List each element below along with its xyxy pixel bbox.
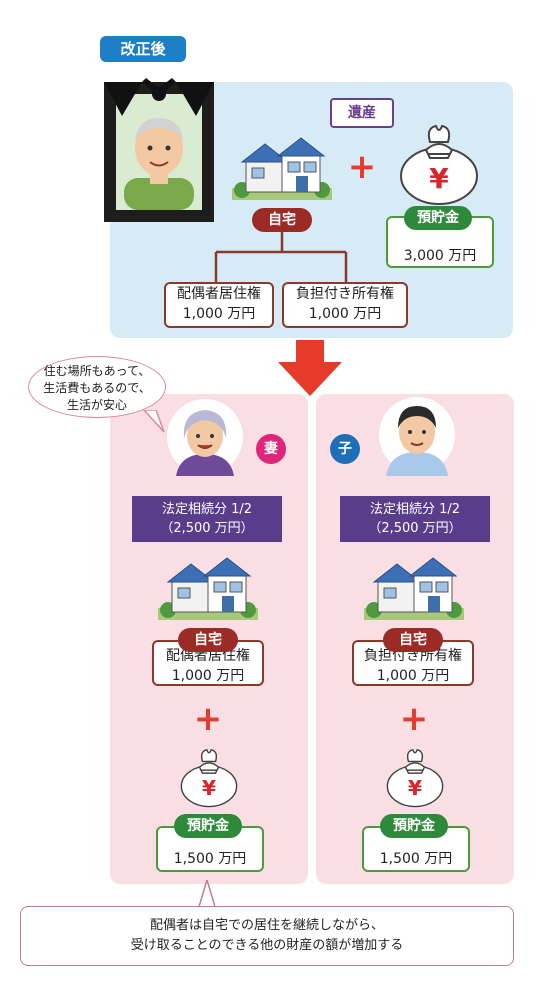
- note-tail: [196, 880, 218, 910]
- wife-home-label: 自宅: [178, 628, 238, 652]
- yen-symbol: ¥: [202, 776, 216, 800]
- summary-note: 配偶者は自宅での居住を継続しながら、 受け取ることのできる他の財産の額が増加する: [20, 906, 514, 966]
- yen-symbol: ¥: [408, 776, 422, 800]
- split-amount: 1,000 万円: [182, 306, 256, 322]
- speech-line: 住む場所もあって、: [43, 364, 151, 378]
- speech-line: 生活が安心: [66, 398, 127, 412]
- yen-symbol: ¥: [429, 162, 449, 195]
- speech-line: 生活費もあるので、: [43, 381, 151, 395]
- after-revision-tag: 改正後: [100, 36, 186, 62]
- wife-share-box: 法定相続分 1/2 （2,500 万円）: [132, 496, 282, 542]
- savings-label: 預貯金: [404, 206, 472, 230]
- split-connector: [200, 232, 380, 282]
- right-amount: 1,000 万円: [171, 668, 245, 684]
- house-icon: [158, 552, 258, 622]
- split-amount: 1,000 万円: [308, 306, 382, 322]
- savings-amount: 1,500 万円: [173, 851, 247, 867]
- spouse-residence-right-box: 配偶者居住権 1,000 万円: [164, 282, 274, 328]
- plus-icon: +: [193, 699, 223, 739]
- wife-speech-bubble: 住む場所もあって、 生活費もあるので、 生活が安心: [28, 356, 166, 418]
- child-savings-label: 預貯金: [380, 814, 448, 838]
- note-line: 受け取ることのできる他の財産の額が増加する: [130, 938, 404, 953]
- house-icon: [232, 132, 332, 202]
- estate-label: 遺産: [330, 98, 394, 128]
- share-line: （2,500 万円）: [160, 521, 254, 536]
- share-line: （2,500 万円）: [368, 521, 462, 536]
- right-label: 負担付き所有権: [364, 648, 462, 664]
- child-home-label: 自宅: [383, 628, 443, 652]
- deceased-portrait-icon: [102, 76, 216, 224]
- wife-badge: 妻: [256, 434, 286, 464]
- share-line: 法定相続分 1/2: [369, 502, 461, 517]
- home-label: 自宅: [252, 208, 312, 232]
- money-bag-icon: ¥: [396, 118, 482, 206]
- speech-tail: [142, 410, 166, 434]
- share-line: 法定相続分 1/2: [161, 502, 253, 517]
- right-label: 配偶者居住権: [166, 648, 250, 664]
- money-bag-icon: ¥: [382, 744, 448, 808]
- wife-savings-label: 預貯金: [174, 814, 242, 838]
- note-line: 配偶者は自宅での居住を継続しながら、: [149, 918, 384, 933]
- down-arrow-icon: [278, 340, 342, 396]
- plus-icon: +: [399, 699, 429, 739]
- right-amount: 1,000 万円: [376, 668, 450, 684]
- savings-amount: 1,500 万円: [379, 851, 453, 867]
- savings-amount: 3,000 万円: [403, 248, 477, 264]
- wife-avatar-icon: [166, 398, 244, 476]
- plus-icon: +: [347, 147, 377, 187]
- house-icon: [364, 552, 464, 622]
- child-badge: 子: [330, 434, 360, 464]
- split-label: 負担付き所有権: [296, 286, 394, 302]
- child-share-box: 法定相続分 1/2 （2,500 万円）: [340, 496, 490, 542]
- encumbered-ownership-box: 負担付き所有権 1,000 万円: [282, 282, 408, 328]
- split-label: 配偶者居住権: [177, 286, 261, 302]
- child-avatar-icon: [378, 394, 456, 476]
- money-bag-icon: ¥: [176, 744, 242, 808]
